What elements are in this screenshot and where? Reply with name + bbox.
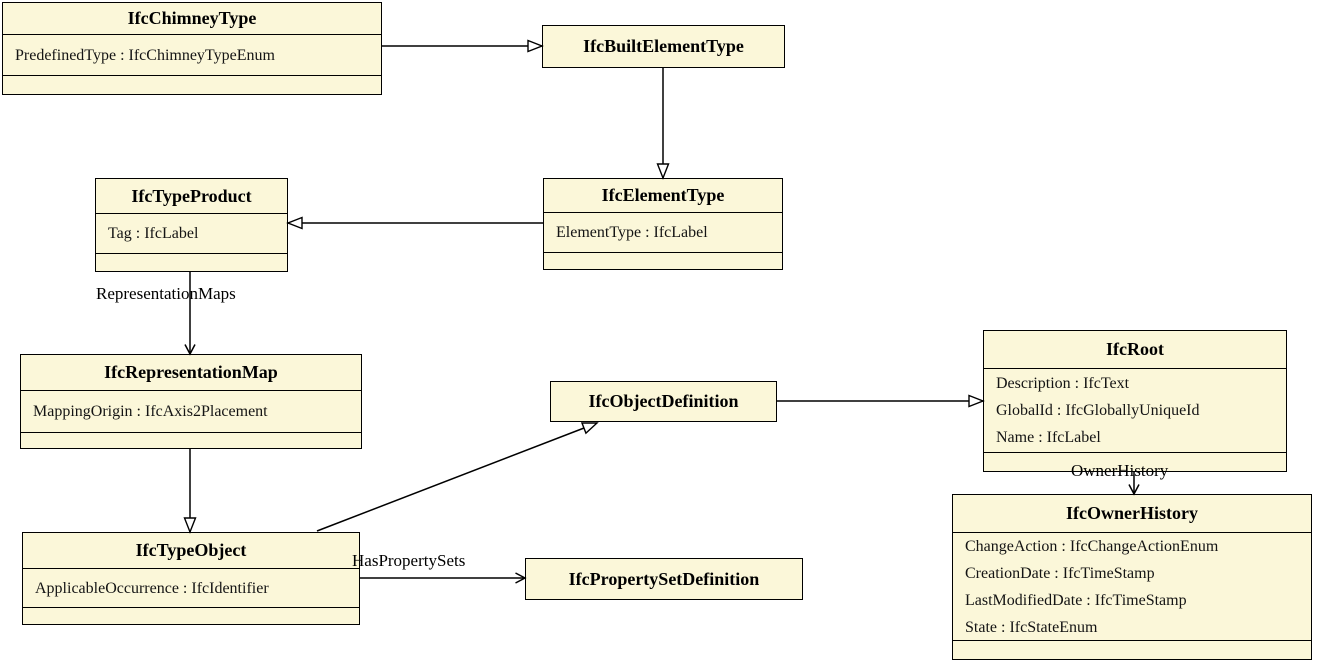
edge-label-representation-maps: RepresentationMaps [96,284,236,303]
class-ifcchimneytype: IfcChimneyType PredefinedType : IfcChimn… [2,2,382,95]
class-empty-compartment [21,433,361,448]
class-attributes: ElementType : IfcLabel [544,213,782,253]
class-ifctypeproduct: IfcTypeProduct Tag : IfcLabel [95,178,288,272]
class-attribute: Description : IfcText [996,375,1130,392]
class-attributes: MappingOrigin : IfcAxis2Placement [21,391,361,433]
class-attribute: GlobalId : IfcGloballyUniqueId [996,402,1200,419]
class-empty-compartment [23,608,359,624]
class-title: IfcRoot [984,331,1286,369]
class-ifcownerhistory: IfcOwnerHistory ChangeAction : IfcChange… [952,494,1312,660]
class-ifcpropertysetdefinition: IfcPropertySetDefinition [525,558,803,600]
class-empty-compartment [544,253,782,269]
class-attribute: Tag : IfcLabel [108,225,199,242]
class-empty-compartment [953,641,1311,659]
class-empty-compartment [96,254,287,271]
class-ifcrepresentationmap: IfcRepresentationMap MappingOrigin : Ifc… [20,354,362,449]
class-attributes: Tag : IfcLabel [96,214,287,254]
class-attributes: Description : IfcText GlobalId : IfcGlob… [984,369,1286,453]
class-ifcbuiltelementtype: IfcBuiltElementType [542,25,785,68]
class-ifctypeobject: IfcTypeObject ApplicableOccurrence : Ifc… [22,532,360,625]
class-attribute: State : IfcStateEnum [965,618,1098,636]
class-title: IfcElementType [544,179,782,213]
class-title: IfcChimneyType [3,3,381,35]
class-attribute: ApplicableOccurrence : IfcIdentifier [35,579,269,597]
class-title: IfcTypeObject [23,533,359,569]
class-attributes: ApplicableOccurrence : IfcIdentifier [23,569,359,608]
class-ifcobjectdefinition: IfcObjectDefinition [550,381,777,422]
class-attribute: LastModifiedDate : IfcTimeStamp [965,591,1187,609]
class-title: IfcObjectDefinition [588,391,739,411]
class-attribute: ElementType : IfcLabel [556,224,708,241]
class-empty-compartment [3,76,381,94]
class-title: IfcOwnerHistory [953,495,1311,533]
class-attribute: ChangeAction : IfcChangeActionEnum [965,537,1219,555]
class-title: IfcBuiltElementType [583,36,744,56]
class-title: IfcRepresentationMap [21,355,361,391]
class-attributes: PredefinedType : IfcChimneyTypeEnum [3,35,381,76]
class-attribute: CreationDate : IfcTimeStamp [965,564,1155,582]
class-title: IfcPropertySetDefinition [568,568,760,589]
edge-label-has-property-sets: HasPropertySets [352,551,466,570]
class-attribute: PredefinedType : IfcChimneyTypeEnum [15,46,275,64]
class-attribute: Name : IfcLabel [996,429,1101,446]
class-ifcelementtype: IfcElementType ElementType : IfcLabel [543,178,783,270]
class-attributes: ChangeAction : IfcChangeActionEnum Creat… [953,533,1311,641]
edge-label-owner-history: OwnerHistory [1071,461,1169,480]
class-title: IfcTypeProduct [96,179,287,214]
class-attribute: MappingOrigin : IfcAxis2Placement [33,403,268,420]
class-ifcroot: IfcRoot Description : IfcText GlobalId :… [983,330,1287,472]
